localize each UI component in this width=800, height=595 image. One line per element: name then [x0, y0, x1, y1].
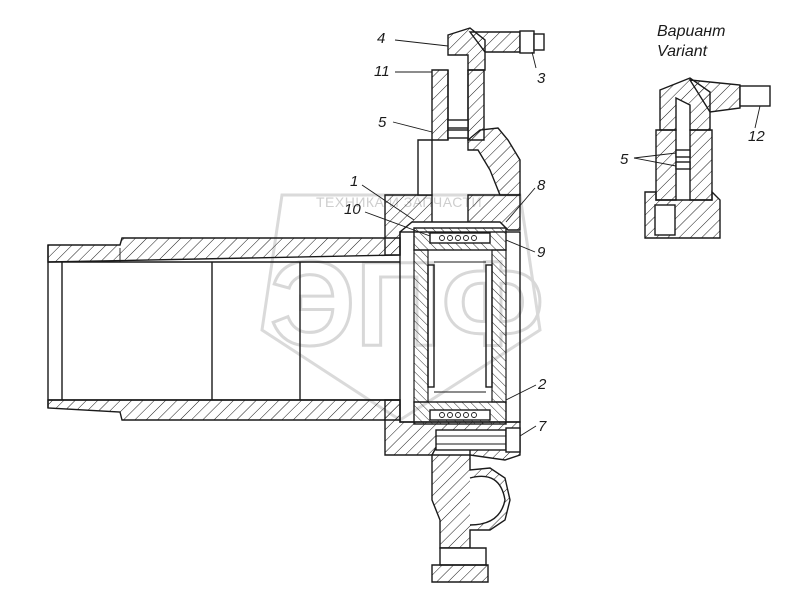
callout-7: 7 [538, 418, 547, 435]
variant-caption-en: Variant [657, 43, 708, 60]
bolt-7 [435, 427, 521, 453]
callout-11: 11 [374, 63, 390, 80]
callout-10: 10 [344, 201, 361, 218]
variant-detail [644, 77, 771, 239]
callout-8: 8 [537, 177, 546, 194]
callout-5-variant: 5 [620, 151, 629, 168]
top-fitting [431, 27, 545, 141]
callouts: 4 11 3 5 1 10 8 9 2 7 12 5 [344, 30, 765, 435]
callout-4: 4 [377, 30, 385, 47]
leader-lines [361, 39, 761, 437]
callout-1: 1 [350, 173, 358, 190]
spring-top [439, 235, 477, 241]
callout-2: 2 [537, 376, 547, 393]
callout-9: 9 [537, 244, 546, 261]
callout-3: 3 [537, 70, 546, 87]
seal-assembly [413, 227, 507, 425]
variant-caption-ru: Вариант [657, 23, 725, 40]
callout-5: 5 [378, 114, 387, 131]
callout-12: 12 [748, 128, 765, 145]
spring-bottom [439, 412, 477, 418]
